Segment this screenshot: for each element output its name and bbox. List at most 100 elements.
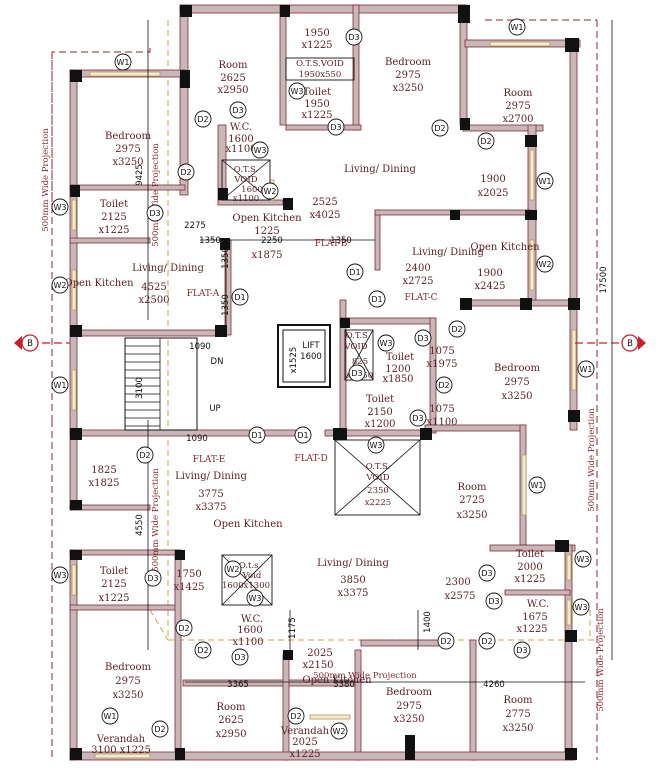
svg-text:x1100: x1100 <box>426 417 457 428</box>
svg-text:1950: 1950 <box>304 28 329 39</box>
opening-tag: D1 <box>346 263 364 281</box>
opening-tag: D3 <box>231 648 249 666</box>
svg-text:x4025: x4025 <box>309 210 340 221</box>
stair-labels: DN UP 1090 1090 3100 <box>135 342 223 444</box>
svg-text:x1225: x1225 <box>301 40 332 51</box>
opening-tag: D2 <box>136 446 154 464</box>
opening-tag: D3 <box>478 564 496 582</box>
room-label: Toilet <box>366 394 394 405</box>
opening-tag-label: D3 <box>149 209 160 218</box>
room-label: Open Kitchen <box>470 242 540 253</box>
opening-tag-label: W3 <box>577 555 590 564</box>
svg-text:x1425: x1425 <box>173 582 204 593</box>
svg-text:1600: 1600 <box>300 352 322 362</box>
opening-tag: W2 <box>536 255 554 273</box>
room-label: Room <box>218 60 248 71</box>
opening-tag-label: D3 <box>481 569 492 578</box>
svg-text:1075: 1075 <box>429 404 454 415</box>
opening-tag-label: W3 <box>380 339 393 348</box>
svg-text:x1225: x1225 <box>301 110 332 121</box>
room-label: Toilet <box>303 87 331 98</box>
opening-tag: W3 <box>574 550 592 568</box>
svg-text:x3250: x3250 <box>392 83 423 94</box>
opening-tag-label: W2 <box>539 260 552 269</box>
opening-tag-label: D2 <box>434 124 445 133</box>
svg-text:x1225: x1225 <box>289 749 320 760</box>
room-label: Toilet <box>386 352 414 363</box>
opening-tag-label: D3 <box>516 646 527 655</box>
opening-tag-label: W2 <box>54 281 67 290</box>
svg-text:x3250: x3250 <box>393 714 424 725</box>
opening-tag: D3 <box>414 329 432 347</box>
opening-tag: D2 <box>287 707 305 725</box>
svg-text:x1825: x1825 <box>88 478 119 489</box>
svg-text:1900: 1900 <box>480 174 505 185</box>
svg-text:2025: 2025 <box>307 648 332 659</box>
opening-tag: W1 <box>528 476 546 494</box>
opening-tag-label: D1 <box>371 295 382 304</box>
opening-tag-label: D3 <box>488 597 499 606</box>
room-label: Living/ Dining <box>175 471 247 482</box>
opening-tag-label: W1 <box>104 712 117 721</box>
opening-tag-label: W3 <box>249 594 262 603</box>
room-label: Bedroom <box>105 131 151 142</box>
room-label: Toilet <box>100 566 128 577</box>
opening-tag-label: D3 <box>147 574 158 583</box>
opening-tag-label: W3 <box>291 87 304 96</box>
opening-tag-label: W1 <box>531 481 544 490</box>
flat-label: FLAT-A <box>187 289 220 299</box>
svg-text:x3250: x3250 <box>112 157 143 168</box>
svg-text:2725: 2725 <box>459 495 484 506</box>
svg-text:1600: 1600 <box>237 625 262 636</box>
opening-tag-label: D3 <box>234 653 245 662</box>
room-label: Living/ Dining <box>412 247 484 258</box>
svg-text:1350: 1350 <box>221 294 231 316</box>
opening-tag: W2 <box>224 560 242 578</box>
svg-text:500mm Wide Projection: 500mm Wide Projection <box>41 128 51 232</box>
svg-text:1225: 1225 <box>254 226 279 237</box>
opening-tag-label: D2 <box>440 637 451 646</box>
opening-tag: D1 <box>231 288 249 306</box>
svg-text:3380: 3380 <box>333 680 355 690</box>
svg-text:1600: 1600 <box>228 134 253 145</box>
opening-tag: D2 <box>151 720 169 738</box>
svg-text:x2500: x2500 <box>138 295 169 306</box>
opening-tag-label: W1 <box>580 365 593 374</box>
opening-tag: D2 <box>478 632 496 650</box>
flat-label: FLAT-E <box>193 455 226 465</box>
opening-tag: D1 <box>294 426 312 444</box>
opening-tag: D2 <box>175 619 193 637</box>
opening-tag-label: D2 <box>154 725 165 734</box>
opening-tag-label: W2 <box>227 565 240 574</box>
svg-text:O.T.S.VOID: O.T.S.VOID <box>296 59 344 69</box>
projection-labels: 500mm Wide Projection 500mm Wide Project… <box>41 128 606 712</box>
section-marker-left: B <box>14 334 39 352</box>
svg-text:x2950: x2950 <box>217 85 248 96</box>
opening-tag-label: W3 <box>575 603 588 612</box>
opening-tag-label: D2 <box>197 646 208 655</box>
svg-text:825: 825 <box>352 357 368 367</box>
svg-text:4260: 4260 <box>483 680 505 690</box>
opening-tag: W3 <box>572 598 590 616</box>
opening-tag-label: W1 <box>511 23 524 32</box>
svg-text:2775: 2775 <box>505 709 530 720</box>
svg-text:3775: 3775 <box>198 489 223 500</box>
room-label: W.C. <box>241 614 263 625</box>
svg-text:O.T.S.: O.T.S. <box>346 331 371 341</box>
svg-text:x3250: x3250 <box>501 391 532 402</box>
svg-text:3100: 3100 <box>135 377 145 399</box>
svg-text:x3250: x3250 <box>112 690 143 701</box>
svg-text:x1100: x1100 <box>233 194 259 204</box>
svg-text:O.T.S.: O.T.S. <box>234 165 259 175</box>
svg-text:x1850: x1850 <box>382 374 413 385</box>
projection-lines <box>51 19 598 760</box>
svg-text:1675: 1675 <box>522 612 547 623</box>
svg-text:1090: 1090 <box>189 342 211 352</box>
svg-text:3365: 3365 <box>227 680 249 690</box>
svg-text:2525: 2525 <box>312 197 337 208</box>
svg-text:2625: 2625 <box>220 73 245 84</box>
svg-text:500mm Wide Projection: 500mm Wide Projection <box>313 671 417 681</box>
room-label: Open Kitchen <box>64 278 134 289</box>
room-label: Open Kitchen <box>302 675 372 686</box>
opening-tag-label: D1 <box>297 431 308 440</box>
